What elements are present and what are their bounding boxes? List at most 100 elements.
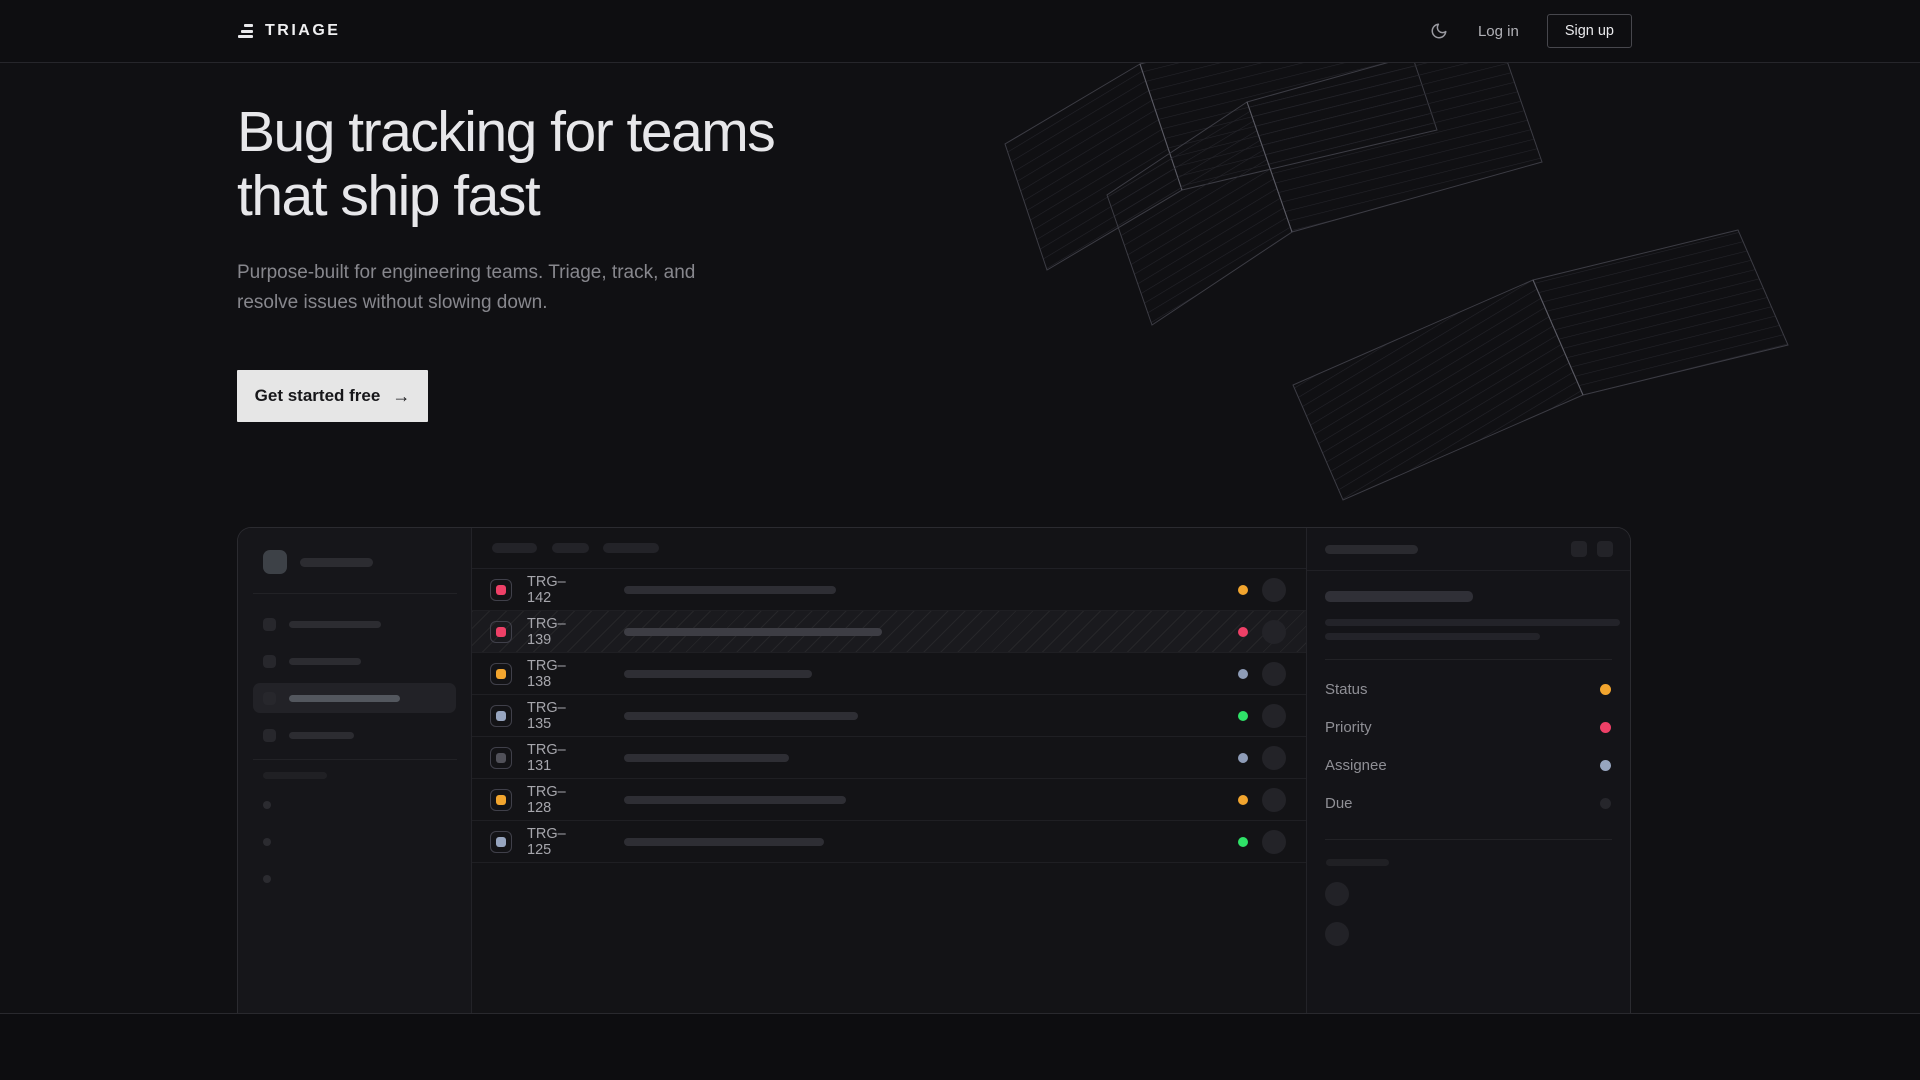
hero-title-line1: Bug tracking for teams bbox=[237, 100, 776, 164]
status-dot bbox=[1238, 584, 1248, 595]
sidebar-item-label-placeholder bbox=[289, 657, 361, 665]
sidebar-item-label-placeholder bbox=[289, 731, 354, 739]
filter-tab-placeholder bbox=[603, 543, 659, 553]
activity-section-label-placeholder bbox=[1326, 859, 1389, 866]
workspace-switcher-skeleton bbox=[238, 528, 471, 574]
property-label: Assignee bbox=[1325, 756, 1387, 774]
status-dot bbox=[1238, 794, 1248, 805]
sidebar-divider bbox=[253, 593, 457, 594]
get-started-label: Get started free bbox=[254, 386, 381, 405]
property-label: Status bbox=[1325, 680, 1368, 698]
brand-name: TRIAGE bbox=[265, 22, 341, 39]
issue-type-icon bbox=[490, 578, 512, 601]
assignee-avatar bbox=[1262, 787, 1286, 812]
filter-tab-placeholder bbox=[552, 543, 589, 553]
assignee-avatar bbox=[1262, 661, 1286, 686]
issue-type-icon bbox=[490, 830, 512, 853]
get-started-button[interactable]: Get started free → bbox=[237, 370, 428, 422]
detail-divider bbox=[1325, 659, 1612, 660]
issue-id: TRG–125 bbox=[527, 825, 566, 858]
arrow-right-icon: → bbox=[392, 385, 411, 406]
detail-divider bbox=[1325, 839, 1612, 840]
preview-sidebar bbox=[238, 528, 471, 1013]
assignee-avatar bbox=[1262, 577, 1286, 602]
assignee-avatar bbox=[1262, 745, 1286, 770]
activity-avatar bbox=[1325, 922, 1349, 946]
issue-row-selected: TRG–139 bbox=[472, 611, 1306, 653]
issue-row: TRG–135 bbox=[472, 695, 1306, 737]
sidebar-divider bbox=[253, 759, 457, 760]
project-dot bbox=[263, 838, 271, 846]
status-dot bbox=[1238, 668, 1248, 679]
issue-id: TRG–135 bbox=[527, 699, 566, 732]
hero-subtitle-line1: Purpose-built for engineering teams. Tri… bbox=[237, 262, 696, 283]
signup-button[interactable]: Sign up bbox=[1546, 14, 1632, 48]
property-value-dot bbox=[1600, 797, 1611, 809]
issue-title-placeholder bbox=[624, 627, 882, 636]
footer-band bbox=[0, 1013, 1920, 1080]
preview-issue-list: TRG–142 TRG–139 TRG–138 TRG–135 bbox=[471, 528, 1307, 1013]
sidebar-item-icon bbox=[263, 654, 276, 668]
assignee-avatar bbox=[1262, 703, 1286, 728]
property-label: Due bbox=[1325, 794, 1353, 812]
issue-type-icon bbox=[490, 662, 512, 685]
issue-type-icon bbox=[490, 704, 512, 727]
detail-header-buttons bbox=[1571, 541, 1613, 557]
property-row-assignee: Assignee bbox=[1307, 746, 1630, 784]
issue-type-icon bbox=[490, 620, 512, 643]
nav-actions: Log in Sign up bbox=[1428, 14, 1632, 48]
sidebar-section-label-placeholder bbox=[263, 772, 327, 779]
detail-title-placeholder bbox=[1325, 591, 1473, 602]
wireframe-slabs-art bbox=[1004, 40, 1789, 501]
project-dot bbox=[263, 801, 271, 809]
issue-title-placeholder bbox=[624, 669, 812, 678]
property-label: Priority bbox=[1325, 718, 1372, 736]
issue-title-placeholder bbox=[624, 795, 846, 804]
issue-id: TRG–138 bbox=[527, 657, 566, 690]
issue-title-placeholder bbox=[624, 711, 858, 720]
brand-logo[interactable]: TRIAGE bbox=[237, 22, 340, 40]
app-preview-panel: TRG–142 TRG–139 TRG–138 TRG–135 bbox=[237, 527, 1631, 1013]
sidebar-item-label-placeholder bbox=[289, 620, 381, 628]
detail-action-button bbox=[1597, 541, 1613, 557]
property-row-due: Due bbox=[1307, 784, 1630, 822]
issue-row: TRG–138 bbox=[472, 653, 1306, 695]
project-dot bbox=[263, 875, 271, 883]
hero-title: Bug tracking for teams that ship fast bbox=[237, 100, 776, 228]
sidebar-item-active bbox=[253, 683, 456, 713]
preview-detail-panel: Status Priority Assignee Due bbox=[1307, 528, 1630, 1013]
issue-row: TRG–142 bbox=[472, 569, 1306, 611]
detail-breadcrumb-placeholder bbox=[1325, 544, 1418, 554]
status-dot bbox=[1238, 710, 1248, 721]
issue-title-placeholder bbox=[624, 753, 789, 762]
sidebar-item-icon bbox=[263, 728, 276, 742]
detail-properties: Status Priority Assignee Due bbox=[1307, 670, 1630, 822]
login-link[interactable]: Log in bbox=[1477, 22, 1519, 40]
sidebar-item bbox=[253, 720, 456, 750]
filter-tab-placeholder bbox=[492, 543, 537, 553]
workspace-avatar bbox=[263, 550, 287, 574]
issue-list-header bbox=[472, 528, 1306, 569]
detail-header bbox=[1307, 528, 1630, 571]
property-value-dot bbox=[1600, 759, 1611, 771]
sidebar-project-dots bbox=[263, 801, 471, 883]
sidebar-item-icon bbox=[263, 617, 276, 631]
top-nav: TRIAGE Log in Sign up bbox=[0, 0, 1920, 63]
issue-id: TRG–128 bbox=[527, 783, 566, 816]
sidebar-nav-skeleton bbox=[238, 594, 471, 750]
hero-section: Bug tracking for teams that ship fast Pu… bbox=[237, 100, 776, 422]
issue-id: TRG–142 bbox=[527, 573, 566, 606]
detail-action-button bbox=[1571, 541, 1587, 557]
property-value-dot bbox=[1600, 721, 1611, 733]
issue-title-placeholder bbox=[624, 837, 824, 846]
sidebar-item-label-placeholder bbox=[289, 694, 400, 702]
hero-subtitle: Purpose-built for engineering teams. Tri… bbox=[237, 258, 774, 318]
workspace-name-placeholder bbox=[300, 557, 373, 567]
theme-toggle-button[interactable] bbox=[1428, 20, 1450, 42]
issue-id: TRG–139 bbox=[527, 615, 566, 648]
sidebar-item bbox=[253, 646, 456, 676]
hero-title-line2: that ship fast bbox=[237, 164, 541, 228]
property-value-dot bbox=[1600, 683, 1611, 695]
issue-row: TRG–128 bbox=[472, 779, 1306, 821]
detail-text-placeholder bbox=[1325, 619, 1620, 626]
